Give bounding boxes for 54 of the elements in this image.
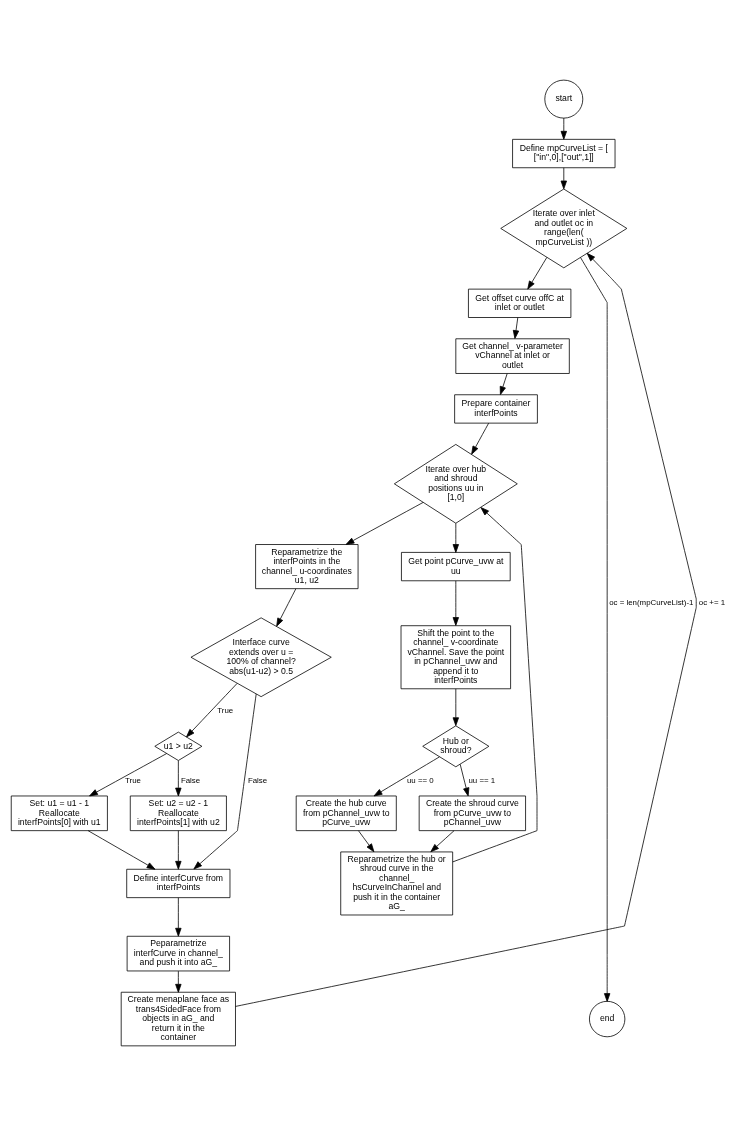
arrow [186,682,238,737]
arrow [452,580,459,626]
node-circle: start [544,79,584,118]
edge-label: oc = len(mpCurveList)-1 [609,597,694,607]
node-box: Create the shroud curve from pCurve_uvw to pChannel_uvw [418,795,526,831]
arrow [512,316,520,339]
arrow [560,117,567,140]
arrow [175,970,182,993]
arrow [560,166,567,189]
arrow [276,587,297,627]
node-diamond: Hub or shroud? [422,724,490,767]
node-box: Reparametrize the hub or shroud curve in the channel_ hsCurveInChannel and push it in the container aG_ [340,851,454,915]
arrow [175,759,182,796]
arrow [358,829,375,852]
arrow [89,752,168,796]
edge-label: oc += 1 [698,597,726,607]
node-box: Define mpCurveList = [ ["in",0],["out",1]] [512,138,616,168]
edge-label: True [125,775,141,785]
arrow [471,422,490,455]
arrow [459,763,470,796]
node-box: Set: u2 = u2 - 1 Reallocate interfPoints[1] with u2 [129,795,227,831]
arrow [452,522,459,553]
node-box: Create menaplane face as trans4SidedFace from objects in aG_ and return it in the container [120,991,236,1046]
arrow [452,687,459,726]
edge-label: True [217,705,234,715]
arrow [373,756,440,796]
node-box: Define interfCurve from interfPoints [126,868,231,898]
arrow [235,252,697,1007]
node-box: Get channel_ v-parameter vChannel at inlet or outlet [455,337,570,374]
node-box: Get offset curve offC at inlet or outlet [468,288,572,318]
node-box: Create the hub curve from pChannel_uvw to pCurve_uvw [295,795,397,831]
arrow [452,506,538,862]
edge-label: False [180,775,201,785]
node-diamond: u1 > u2 [154,731,203,761]
arrow [87,829,156,870]
edge-label: uu == 0 [406,775,434,785]
node-box: Shift the point to the channel_ v-coordinate vChannel. Save the point in pChannel_uvw and append it to interfPoints [400,624,511,689]
edge-label: False [247,775,268,785]
arrow [580,256,611,1002]
node-box: Get point pCurve_uvw at uu [401,551,511,581]
arrow [175,829,182,870]
arrow [193,693,257,869]
arrow [175,896,182,937]
arrow [527,256,548,289]
node-box: Peparametrize interfCurve in channel_ and push it into aG_ [126,935,230,971]
node-box: Prepare container interfPoints [454,393,538,424]
arrow [430,829,455,852]
edge-label: uu == 1 [468,775,496,785]
arrow [345,501,424,545]
node-box: Reparametrize the interfPoints in the channel_ u-coordinates u1, u2 [255,543,359,589]
node-circle: end [589,1000,626,1037]
arrow [499,372,508,395]
node-box: Set: u1 = u1 - 1 Reallocate interfPoints[0] with u1 [10,795,108,831]
node-diamond: Iterate over inlet and outlet oc in range(len( mpCurveList )) [500,188,628,268]
